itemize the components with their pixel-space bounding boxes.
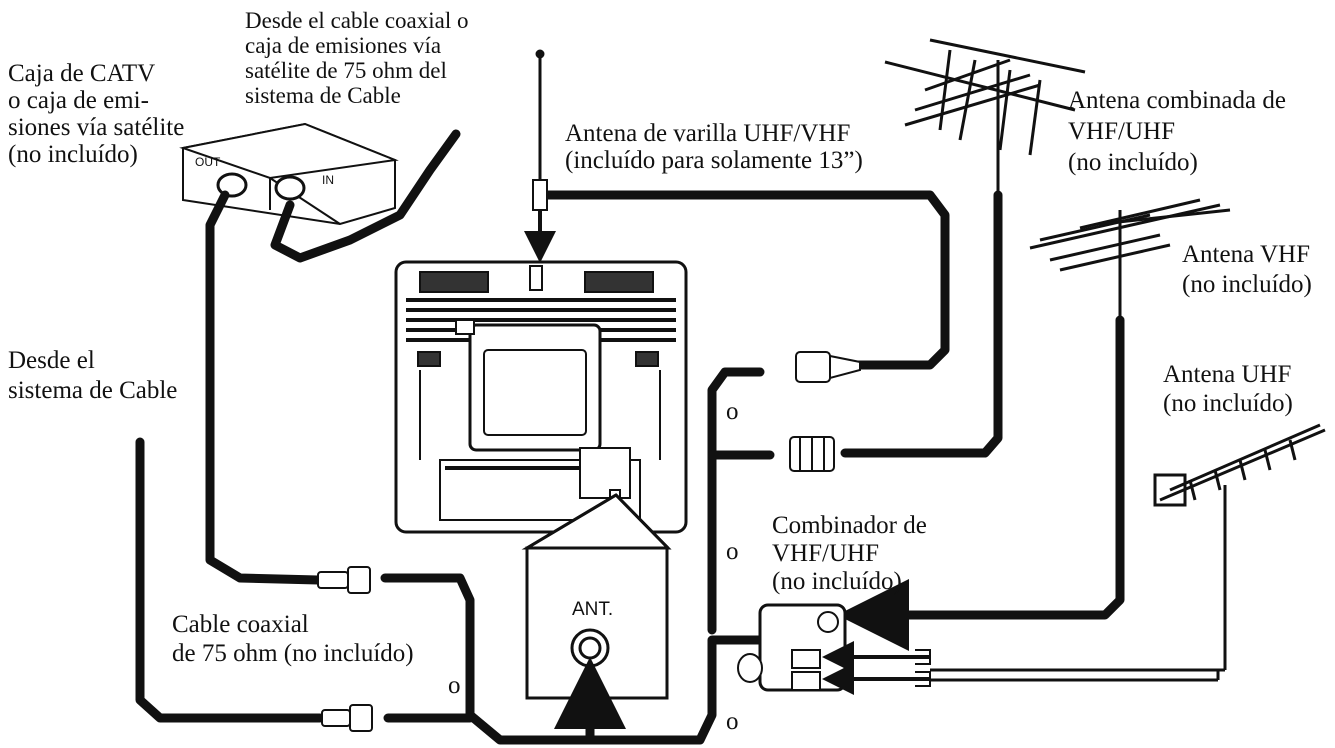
coax-cable-label: Cable coaxial de 75 ohm (no incluído) [172,610,414,668]
coax-cable-label-line: Cable coaxial [172,611,309,638]
vhf-antenna-drawing [1029,198,1231,320]
tv-back [394,260,688,534]
or-label: o [726,538,739,565]
combo-antenna-label-line: (no incluído) [1068,149,1198,176]
uhf-antenna-label-line: (no incluído) [1163,390,1293,417]
or-label: o [726,708,739,735]
cable-rod-antenna [535,190,950,370]
combo-antenna-label-line: Antena combinada de [1068,87,1286,114]
or-label: o [448,672,461,699]
cable-combo-antenna [840,190,1003,458]
cable-tv-lead [707,367,765,635]
coax-from-label-line: caja de emisiones vía [245,33,442,58]
coax-cable-label-line: de 75 ohm (no incluído) [172,640,414,667]
or-label: o [726,398,739,425]
vhf-antenna-label: Antena VHF (no incluído) [1182,240,1312,300]
from-cable-label-line: Desde el [8,347,95,374]
cables [135,129,1125,745]
from-cable-label: Desde el sistema de Cable [8,346,177,406]
vhf-antenna-label-line: Antena VHF [1182,241,1311,268]
ant-jack-callout: ANT. [521,493,672,740]
from-cable-label-line: sistema de Cable [8,377,178,404]
cable-from-coax-system [270,129,461,263]
catv-box-label-line: Caja de CATV [8,60,156,87]
combo-antenna-label: Antena combinada de VHF/UHF (no incluído… [1068,85,1286,178]
combiner-label-line: Combinador de [772,512,927,539]
rod-antenna-label: Antena de varilla UHF/VHF (incluído para… [565,120,863,174]
rod-antenna [524,49,556,263]
combo-antenna-label-line: VHF/UHF [1068,118,1175,145]
cable-from-system [135,437,325,723]
out-port-label: OUT [195,155,221,169]
cable-to-combiner [380,573,765,745]
catv-box-label-line: (no incluído) [8,141,138,168]
combiner-label: Combinador de VHF/UHF (no incluído) [772,512,927,596]
combiner-drawing [737,603,931,695]
combiner-label-line: (no incluído) [772,568,902,595]
in-port-label: IN [322,173,334,187]
cable-catv-out [205,190,323,585]
in-port [274,175,306,201]
coax-from-label: Desde el cable coaxial o caja de emision… [245,8,469,108]
vhf-antenna-label-line: (no incluído) [1182,271,1312,298]
ant-jack-label: ANT. [572,599,613,620]
coax-from-label-line: sistema de Cable [245,83,401,108]
catv-box: OUT IN [179,122,399,226]
cable-vhf-antenna [837,315,1125,651]
uhf-antenna-label-line: Antena UHF [1163,361,1292,388]
catv-box-label-line: siones vía satélite [8,114,185,141]
catv-box-label: Caja de CATV o caja de emi- siones vía s… [8,60,184,168]
combiner-label-line: VHF/UHF [772,540,879,567]
coax-from-label-line: Desde el cable coaxial o [245,8,469,33]
rod-antenna-label-line: (incluído para solamente 13”) [565,147,863,174]
rod-antenna-label-line: Antena de varilla UHF/VHF [565,120,851,147]
connectors [317,351,861,732]
uhf-antenna-label: Antena UHF (no incluído) [1163,360,1293,418]
catv-box-label-line: o caja de emi- [8,87,149,114]
uhf-antenna-drawing [930,423,1326,682]
coax-from-label-line: satélite de 75 ohm del [245,58,447,83]
combo-antenna-drawing [884,38,1086,195]
